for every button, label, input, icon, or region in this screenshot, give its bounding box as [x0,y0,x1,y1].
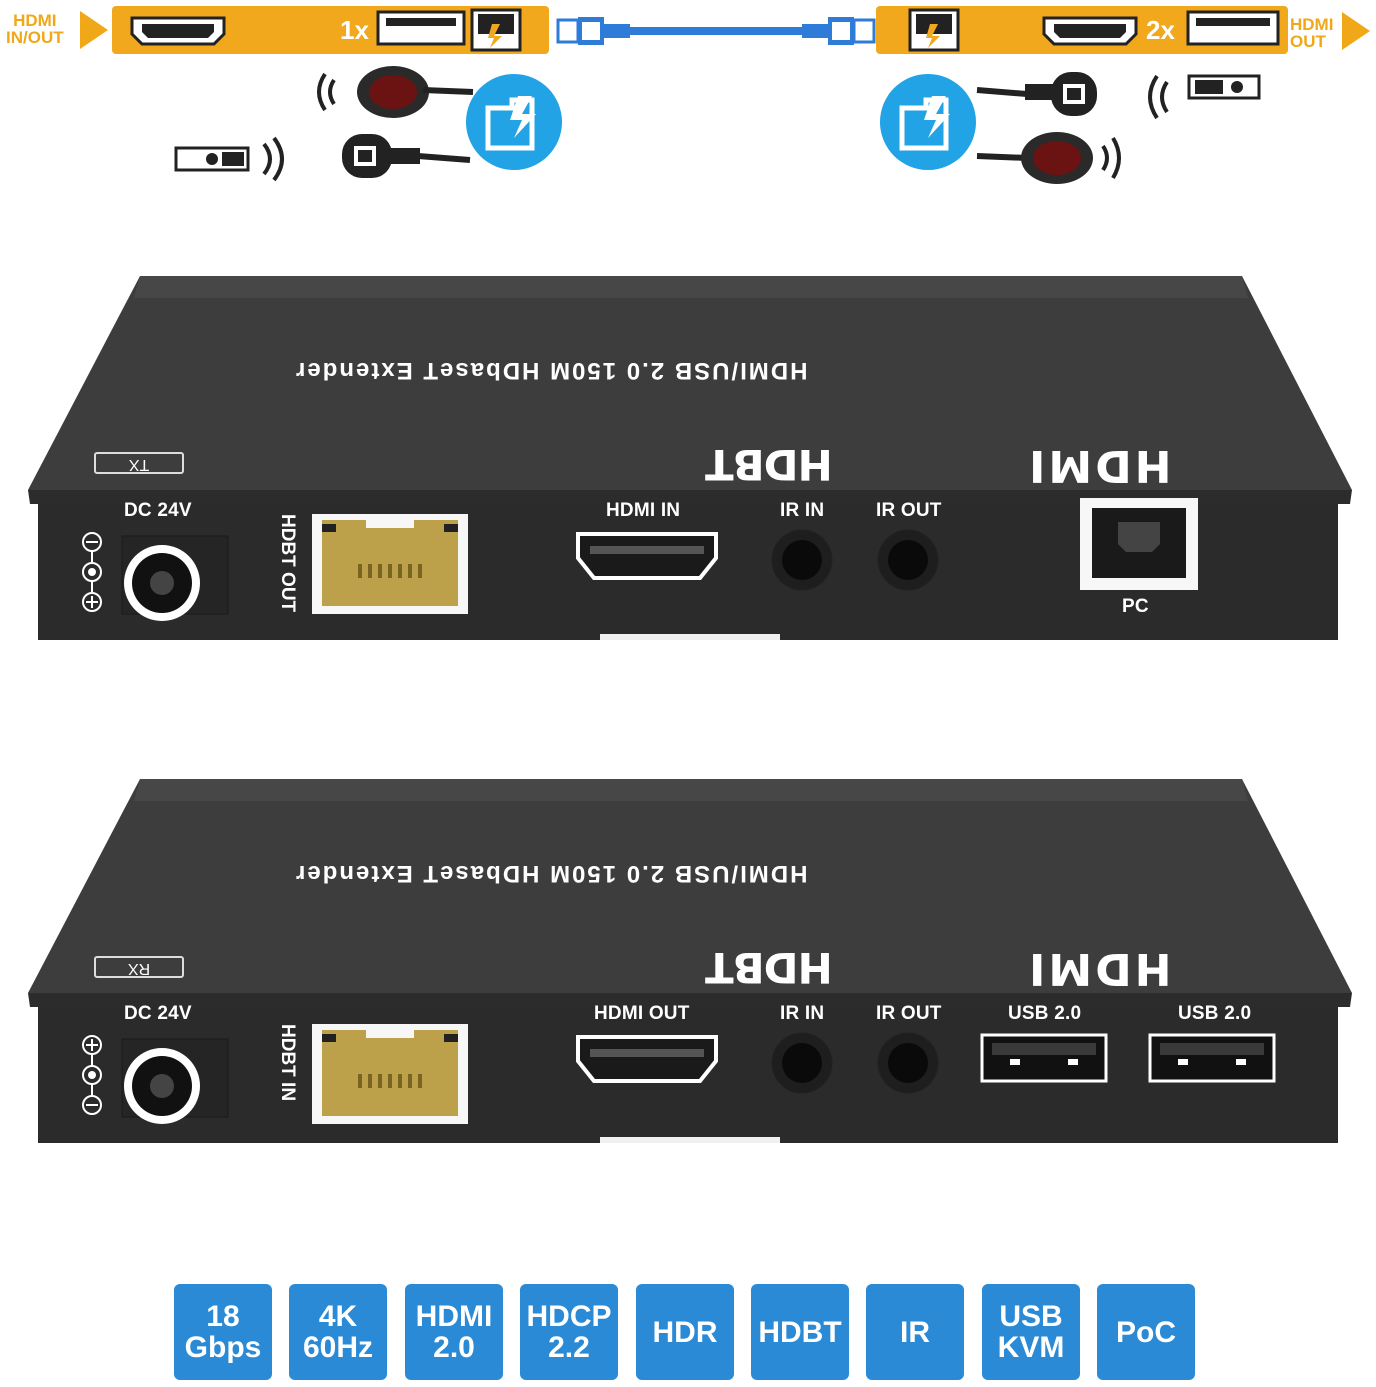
unit-tag-rx: RX [94,956,184,978]
hdmi-out-label: HDMI OUT [594,1003,690,1024]
receiver-chassis [28,779,1352,1143]
usb-a-port-2[interactable] [1148,1033,1276,1083]
ir-out-jack[interactable] [876,528,940,592]
feature-badge-hdbt: HDBT [751,1284,849,1380]
dc-power-jack [82,1035,229,1124]
dc-label: DC 24V [124,1003,192,1024]
rj45-lightning-icon [899,96,950,151]
pc-label: PC [1122,596,1149,617]
usb2-label: USB 2.0 [1178,1003,1252,1024]
ir-out-jack[interactable] [876,1031,940,1095]
hdmi-port-icon [130,16,226,46]
tx-tag: Tx [525,21,542,37]
rx-tag: Rx [879,21,897,37]
hdbt-rj45-port[interactable] [312,514,468,614]
usb-out-port-icon [1186,10,1280,46]
right-label-line1: HDMI [1290,15,1334,34]
hdmi-out-port[interactable] [574,1033,720,1085]
rx-usb-qty: 2x [1146,15,1175,45]
ir-in-label: IR IN [780,1003,825,1024]
rj45-tx-icon [470,8,522,52]
left-label-line2: IN/OUT [6,28,64,47]
ir-in-label: IR IN [780,500,825,521]
rj45-rx-icon [908,8,960,52]
right-label-line2: OUT [1290,32,1326,51]
model-text: HDMI/USB 2.0 150M HDbaseT Extender [294,860,808,887]
feature-badge-hdr: HDR [636,1284,734,1380]
dc-label: DC 24V [124,500,192,521]
network-cable-icon [556,17,876,45]
usb1-label: USB 2.0 [1008,1003,1082,1024]
hdbt-badge-rx [880,74,976,170]
hdbt-logo: HDBT [706,943,833,992]
ir-in-jack[interactable] [770,528,834,592]
left-hdmi-label: HDMI IN/OUT [6,12,64,46]
ir-out-label: IR OUT [876,500,942,521]
hdmi-in-port[interactable] [574,530,720,582]
hdbt-in-label: HDBT IN [277,1024,298,1102]
hdmi-in-label: HDMI IN [606,500,681,521]
left-arrow-icon [80,11,108,49]
hdbt-rj45-port[interactable] [312,1024,468,1124]
hdmi-out-port-icon [1042,16,1138,46]
transmitter-chassis [28,276,1352,640]
rj45-lightning-icon [485,96,536,151]
ir-receiver-eye-icon [317,66,474,118]
hdbt-badge-tx [466,74,562,170]
usb-a-port-1[interactable] [980,1033,1108,1083]
hdmi-logo: HDMI [1026,943,1172,994]
ir-blaster-icon [976,72,1261,120]
unit-tag-tx: TX [94,452,184,474]
ir-blaster-icon [174,134,471,182]
ir-receiver-eye-icon [976,132,1121,184]
model-text: HDMI/USB 2.0 150M HDbaseT Extender [294,357,808,384]
feature-badge-ir: IR [866,1284,964,1380]
hdbt-out-label: HDBT OUT [277,514,298,613]
usb-port-icon [376,10,466,46]
usb-b-port[interactable] [1080,498,1198,590]
hdbt-logo: HDBT [706,440,833,489]
hdmi-logo: HDMI [1026,440,1172,491]
ir-out-label: IR OUT [876,1003,942,1024]
left-label-line1: HDMI [13,11,57,30]
dc-power-jack [82,532,229,621]
tx-usb-qty: 1x [340,15,369,45]
right-hdmi-label: HDMI OUT [1290,16,1333,50]
feature-badge-poc: PoC [1097,1284,1195,1380]
right-arrow-icon [1342,12,1370,50]
ir-in-jack[interactable] [770,1031,834,1095]
